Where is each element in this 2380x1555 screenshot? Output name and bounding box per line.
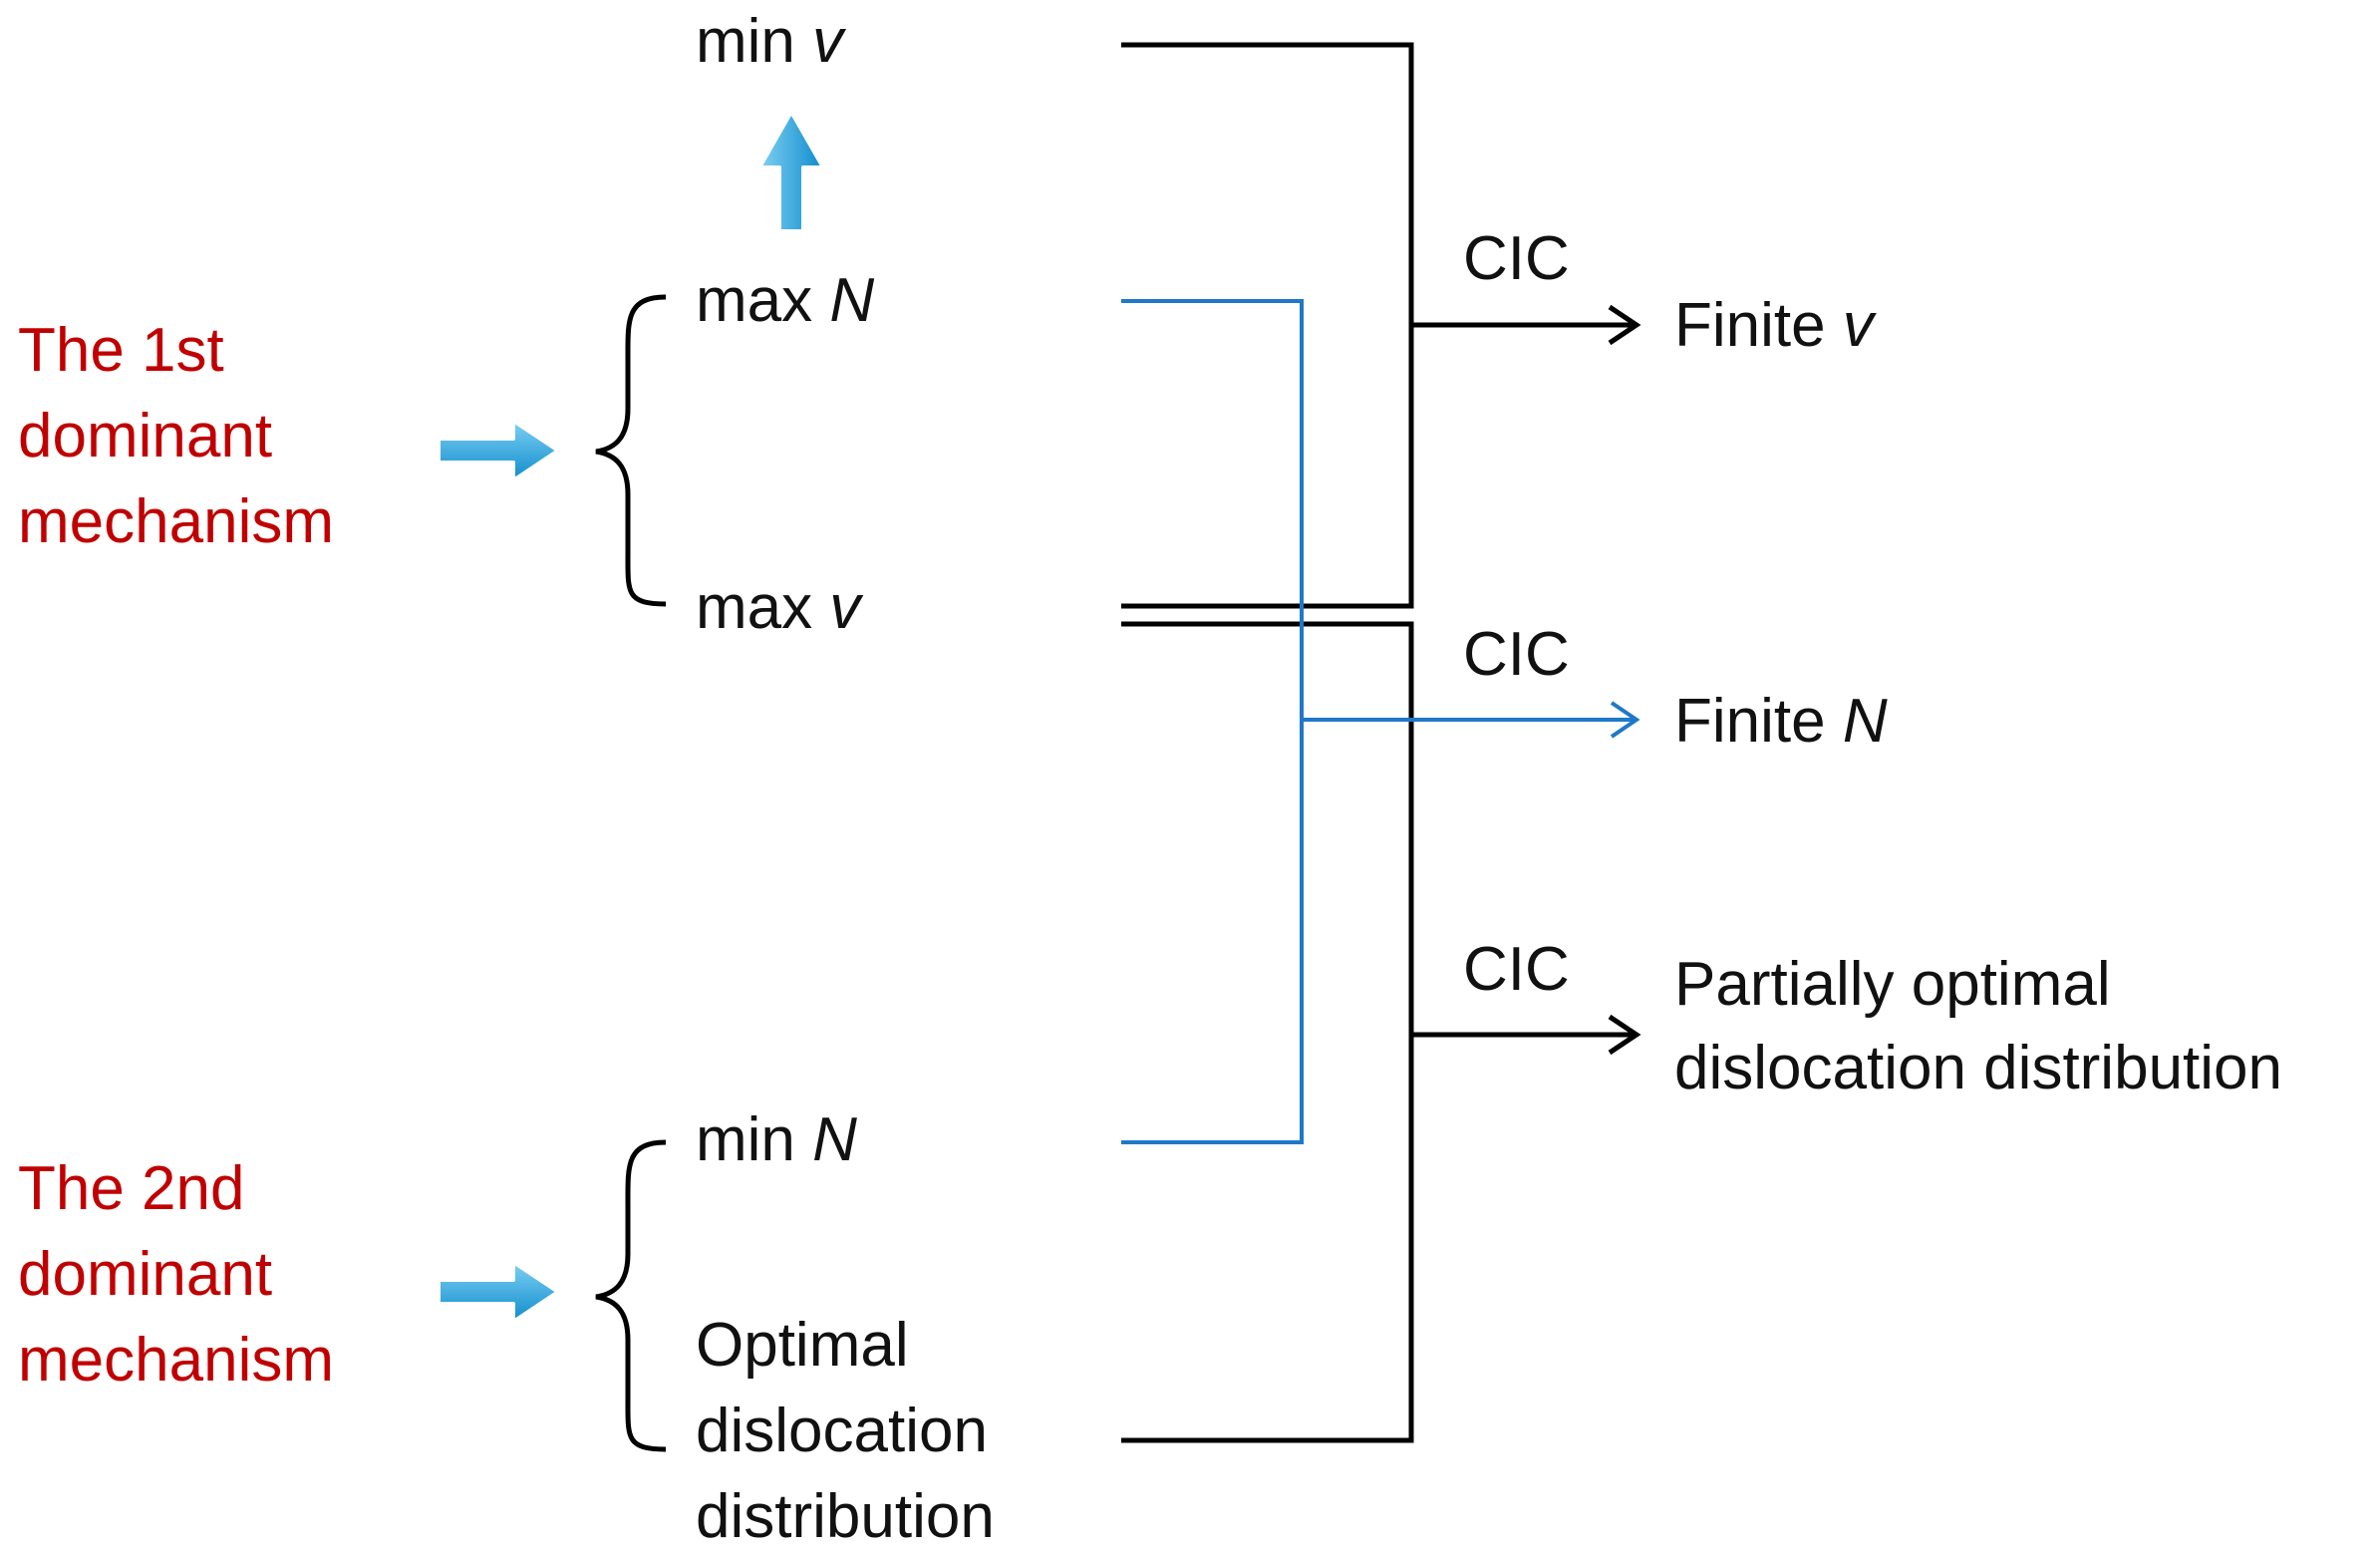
- curly-brace-icon: [595, 1139, 667, 1452]
- black-connectors: [1121, 42, 1641, 1443]
- connector-max-v-optimal: [1121, 621, 1414, 1443]
- arrowhead-finite-v: [1608, 304, 1641, 346]
- connector-min-v-max-v: [1121, 42, 1414, 609]
- curly-brace-icon: [595, 294, 667, 607]
- cic-label-1: CIC: [1463, 224, 1570, 293]
- second-mechanism-label: The 2nd dominant mechanism: [18, 1154, 334, 1395]
- arrowhead-partial: [1608, 1014, 1641, 1056]
- arrow-right-icon: [437, 1260, 560, 1324]
- max-N-label: max N: [696, 266, 874, 335]
- arrow-right-icon: [437, 419, 560, 482]
- arrowhead-finite-N: [1610, 701, 1640, 739]
- first-mechanism-label: The 1st dominant mechanism: [18, 316, 334, 556]
- connector-max-N-min-N: [1121, 299, 1304, 1144]
- blue-connectors: [1121, 299, 1640, 1144]
- min-N-label: min N: [696, 1105, 857, 1174]
- optimal-distribution-label: Optimal dislocation distribution: [696, 1311, 1005, 1551]
- arrow-up-icon: [757, 110, 825, 233]
- min-v-label: min v: [696, 7, 846, 76]
- finite-N-result: Finite N: [1674, 687, 1888, 756]
- cic-label-2: CIC: [1463, 620, 1570, 689]
- cic-label-3: CIC: [1463, 935, 1570, 1004]
- max-v-label: max v: [696, 573, 863, 642]
- partial-optimal-result: Partially optimal dislocation distributi…: [1674, 950, 2282, 1102]
- finite-v-result: Finite v: [1674, 291, 1877, 360]
